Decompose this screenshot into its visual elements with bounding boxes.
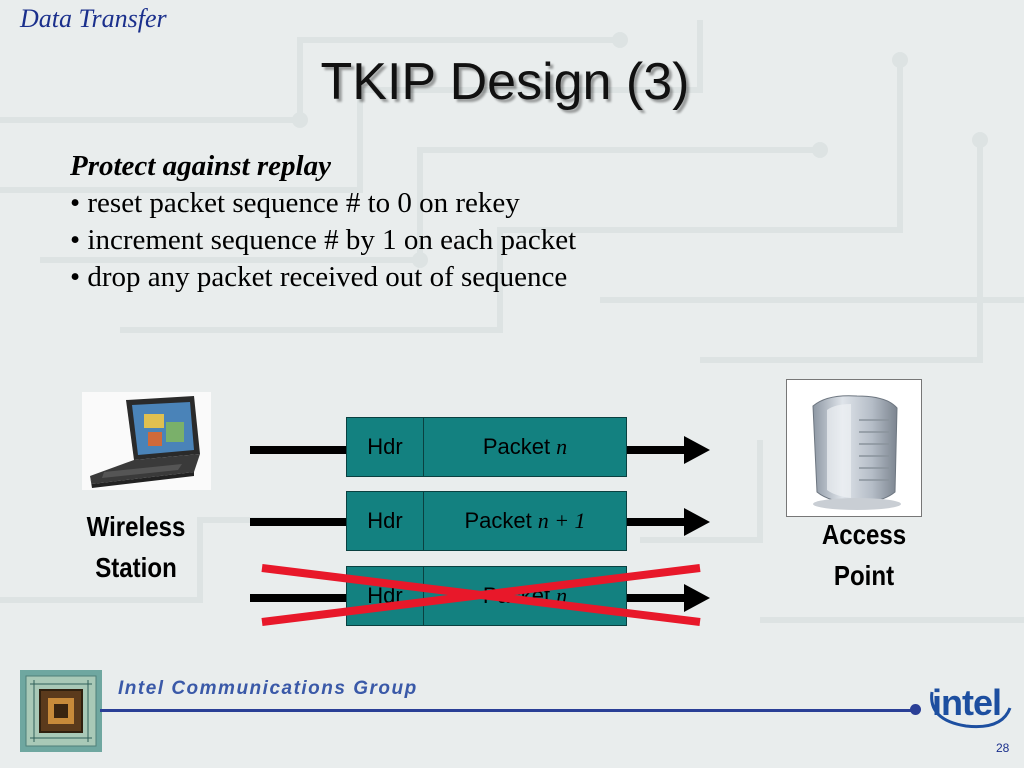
page-number: 28 — [996, 741, 1010, 755]
arrow-head-icon — [684, 508, 710, 536]
packet-label: Packet — [482, 583, 551, 608]
access-point-label: Access Point — [804, 514, 924, 596]
ap-label-line: Point — [833, 560, 895, 591]
footer-divider — [100, 709, 914, 712]
packet-row-rejected: Hdr Packet n — [346, 566, 627, 626]
packet-body: Packet n — [424, 567, 626, 625]
packet-sequence: n — [556, 583, 568, 608]
slide-title: TKIP Design (3) — [320, 53, 690, 111]
ap-label-line: Access — [821, 519, 907, 550]
packet-label: Packet — [482, 434, 551, 459]
access-point-image — [786, 379, 922, 517]
laptop-image — [82, 392, 211, 490]
group-name: Intel Communications Group — [118, 678, 418, 699]
packet-sequence: n + 1 — [537, 508, 586, 533]
station-label-line: Station — [95, 552, 177, 583]
chip-logo-icon — [20, 670, 102, 752]
station-label-line: Wireless — [86, 511, 186, 542]
packet-row: Hdr Packet n — [346, 417, 627, 477]
packet-row: Hdr Packet n + 1 — [346, 491, 627, 551]
arrow-tail — [250, 446, 346, 454]
bullet-item: • drop any packet received out of sequen… — [70, 261, 568, 293]
packet-header: Hdr — [347, 492, 424, 550]
arrow-shaft — [627, 594, 685, 602]
packet-sequence: n — [556, 434, 568, 459]
bullet-item: • increment sequence # by 1 on each pack… — [70, 224, 577, 256]
slide-content: Protect against replay • reset packet se… — [70, 148, 870, 296]
arrow-tail — [250, 594, 346, 602]
packet-header: Hdr — [347, 418, 424, 476]
bullet-item: • reset packet sequence # to 0 on rekey — [70, 187, 520, 219]
intel-swoosh-icon — [930, 691, 1012, 729]
arrow-shaft — [627, 518, 685, 526]
arrow-tail — [250, 518, 346, 526]
packet-label: Packet — [464, 508, 532, 533]
packet-body: Packet n — [424, 418, 626, 476]
footer-dot — [910, 704, 921, 715]
packet-body: Packet n + 1 — [424, 492, 626, 550]
section-label: Data Transfer — [20, 4, 167, 33]
packet-header: Hdr — [347, 567, 424, 625]
arrow-shaft — [627, 446, 685, 454]
arrow-head-icon — [684, 584, 710, 612]
arrow-head-icon — [684, 436, 710, 464]
wireless-station-label: Wireless Station — [71, 506, 202, 588]
intel-logo: intel — [932, 682, 1002, 723]
content-heading: Protect against replay — [70, 150, 331, 182]
